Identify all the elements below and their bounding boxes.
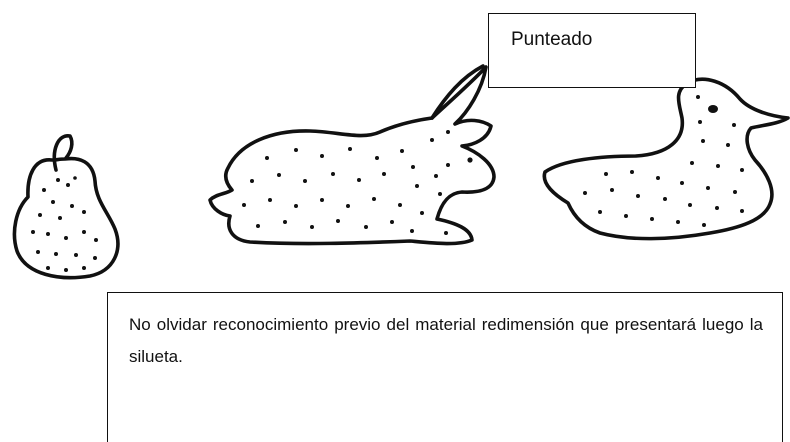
- pear-dots: [31, 176, 98, 272]
- rabbit-dots: [242, 130, 473, 235]
- duck-dots: [583, 95, 744, 227]
- note-text: No olvidar reconocimiento previo del mat…: [129, 315, 763, 366]
- silhouette-scene: [12, 64, 790, 280]
- note-box: No olvidar reconocimiento previo del mat…: [107, 292, 783, 442]
- duck-silhouette: [542, 77, 790, 241]
- pear-silhouette: [12, 134, 120, 280]
- title-text: Punteado: [511, 29, 593, 50]
- rabbit-silhouette: [208, 64, 496, 246]
- title-box: Punteado: [488, 13, 696, 88]
